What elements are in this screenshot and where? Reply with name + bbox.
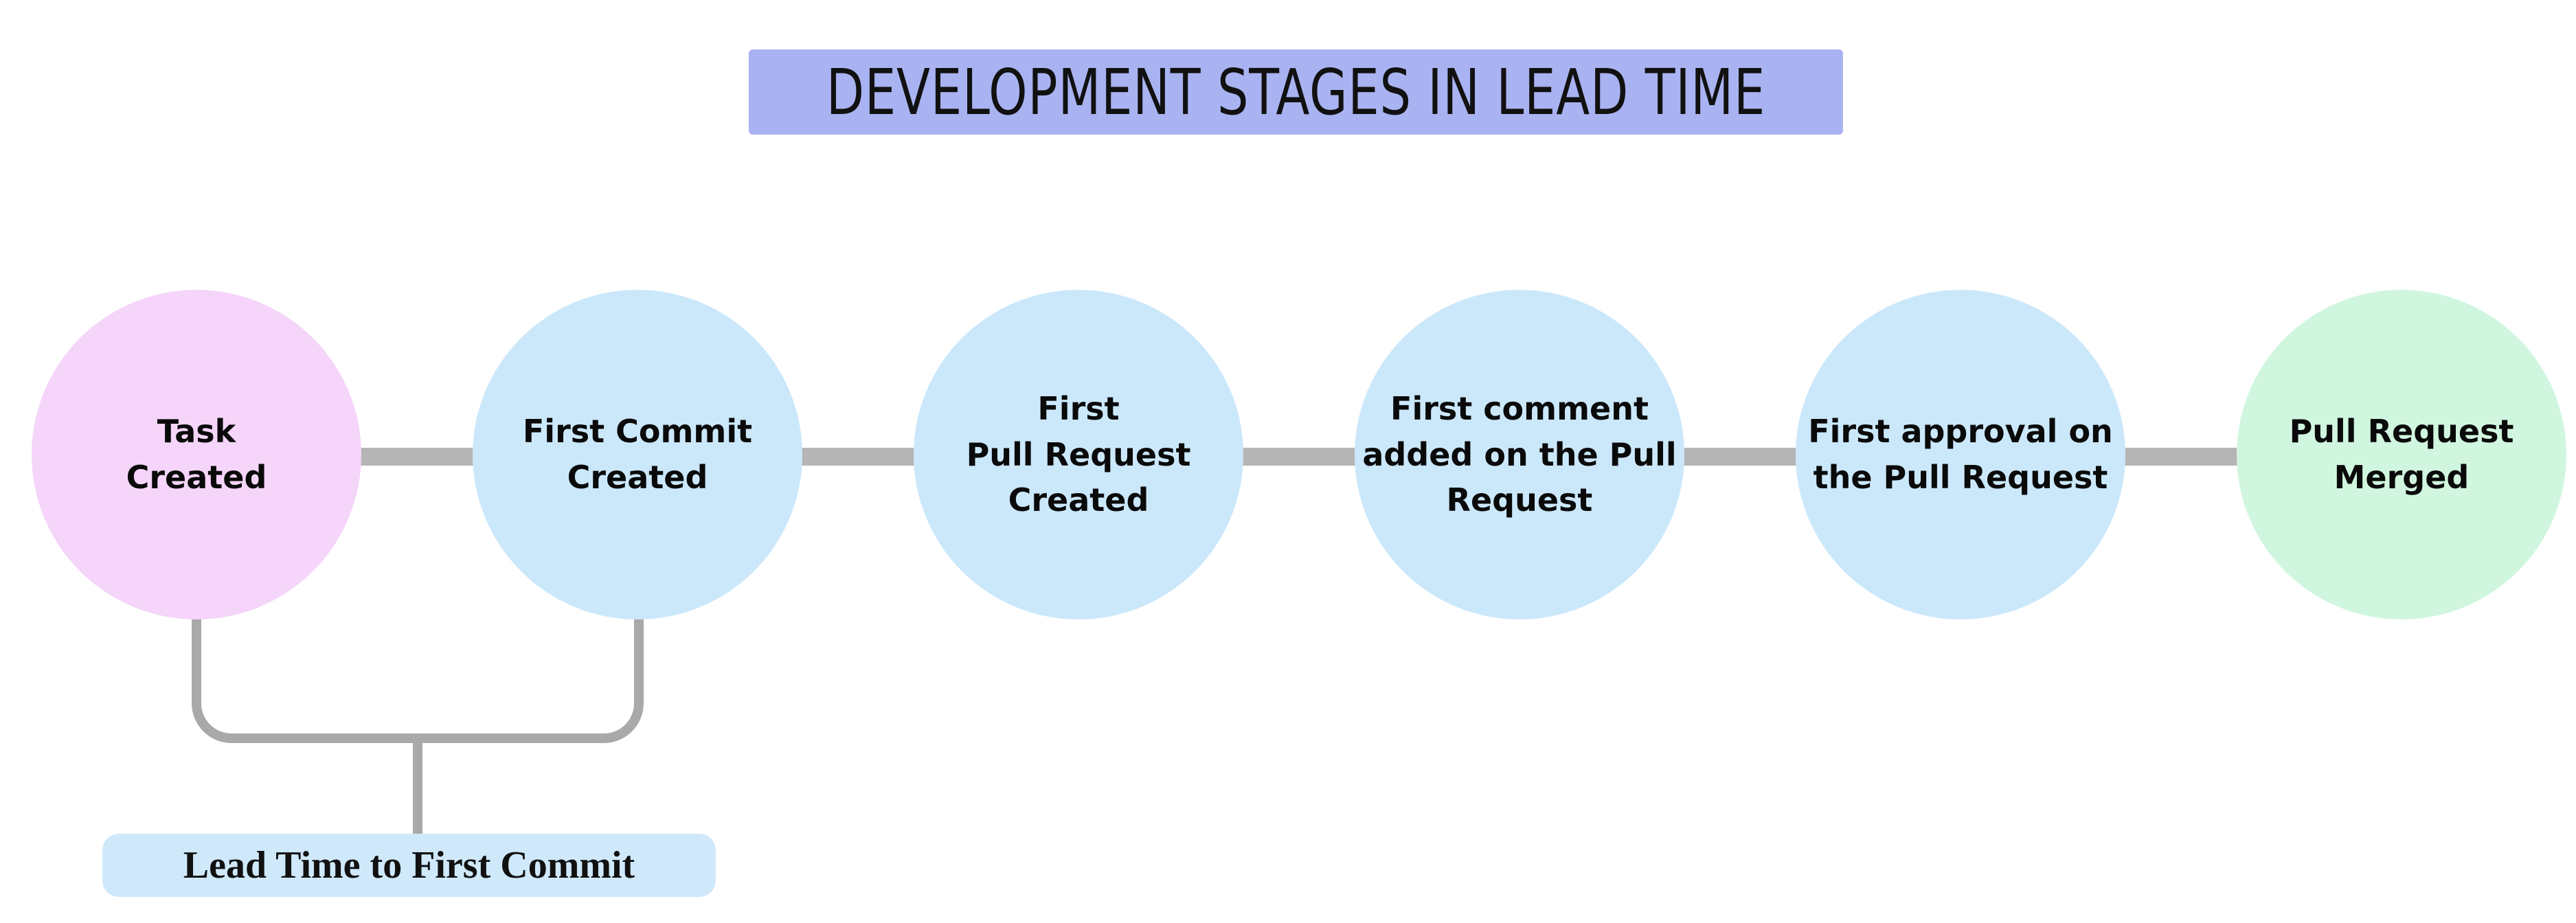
lead-time-annotation-label: Lead Time to First Commit xyxy=(183,844,635,887)
lead-time-bracket xyxy=(192,615,644,743)
stage-circle-first-approval: First approval on the Pull Request xyxy=(1796,290,2125,619)
title-banner: DEVELOPMENT STAGES IN LEAD TIME xyxy=(749,49,1843,135)
stage-label-task-created: Task Created xyxy=(126,413,267,496)
page-title: DEVELOPMENT STAGES IN LEAD TIME xyxy=(826,55,1766,129)
stage-circle-first-comment-added: First comment added on the Pull Request xyxy=(1355,290,1684,619)
lead-time-annotation-box: Lead Time to First Commit xyxy=(102,834,716,897)
stage-circle-first-pull-request-created: First Pull Request Created xyxy=(914,290,1243,619)
stage-circle-pull-request-merged: Pull Request Merged xyxy=(2237,290,2566,619)
stage-circle-first-commit-created: First Commit Created xyxy=(473,290,802,619)
lead-time-bracket-stem xyxy=(413,742,422,836)
stage-label-first-pull-request-created: First Pull Request Created xyxy=(966,389,1191,519)
stage-label-first-approval: First approval on the Pull Request xyxy=(1808,413,2113,496)
stage-circle-task-created: Task Created xyxy=(32,290,361,619)
stage-label-first-commit-created: First Commit Created xyxy=(522,413,753,496)
stage-label-pull-request-merged: Pull Request Merged xyxy=(2289,413,2514,496)
stage-label-first-comment-added: First comment added on the Pull Request xyxy=(1362,389,1677,519)
